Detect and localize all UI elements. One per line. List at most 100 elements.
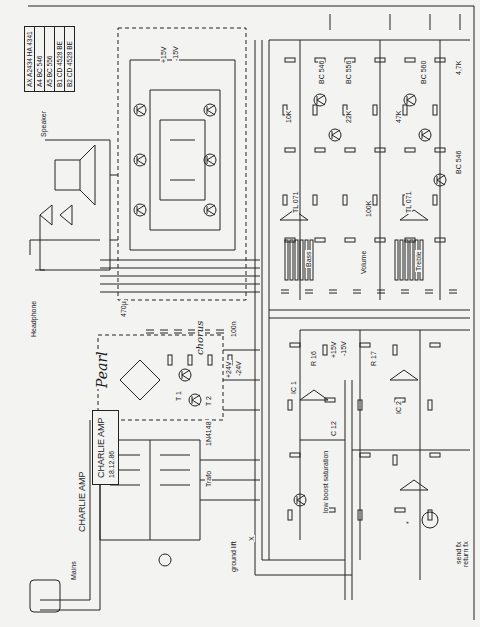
node-text: A4 BC 546 bbox=[35, 27, 45, 91]
transistor-symbol bbox=[419, 129, 431, 141]
resistor-symbol bbox=[360, 453, 370, 457]
capacitor-symbol bbox=[305, 290, 313, 293]
transistor-leads bbox=[192, 395, 200, 405]
component-label: T 1 bbox=[175, 390, 182, 402]
transistor-symbol bbox=[314, 94, 326, 106]
resistor-symbol bbox=[393, 345, 397, 355]
resistor-symbol bbox=[358, 510, 362, 520]
driver-stage bbox=[160, 120, 205, 200]
component-label: R 17 bbox=[370, 350, 377, 367]
resistor-symbol bbox=[345, 148, 355, 152]
capacitor-symbol bbox=[146, 330, 154, 333]
component-label: Bass bbox=[305, 250, 312, 268]
node-text: A5 BC 556 bbox=[45, 27, 55, 91]
transistor-symbol bbox=[434, 174, 446, 186]
capacitor-symbol bbox=[353, 290, 361, 293]
frame-line bbox=[474, 6, 475, 620]
resistor-symbol bbox=[375, 148, 385, 152]
transistor-symbol bbox=[204, 154, 216, 166]
psu-wires bbox=[200, 350, 260, 500]
resistor-symbol bbox=[283, 195, 287, 205]
transistor-symbol bbox=[189, 394, 201, 406]
component-label: 100K bbox=[365, 200, 372, 218]
capacitor-symbol bbox=[401, 290, 409, 293]
transistor-symbol bbox=[294, 494, 306, 506]
resistor-symbol bbox=[360, 343, 370, 347]
resistor-symbol bbox=[435, 148, 445, 152]
transistor-symbol bbox=[134, 154, 146, 166]
pot-bank bbox=[410, 240, 413, 280]
mains-plug bbox=[30, 580, 60, 612]
pot-bank bbox=[395, 240, 398, 280]
component-label: -15V bbox=[340, 340, 347, 357]
component-label: Trafo bbox=[205, 470, 212, 488]
pot-bank bbox=[300, 240, 303, 280]
transistor-leads bbox=[137, 155, 145, 165]
resistor-symbol bbox=[343, 195, 347, 205]
component-label: return fx bbox=[462, 540, 469, 568]
resistor-symbol bbox=[375, 58, 385, 62]
transistor-leads bbox=[297, 495, 305, 505]
capacitor-symbol bbox=[377, 290, 385, 293]
jack-wires bbox=[30, 240, 100, 270]
bridge-rectifier bbox=[120, 360, 160, 400]
switch-symbol bbox=[159, 554, 171, 566]
capacitor-symbol bbox=[329, 290, 337, 293]
transistor-leads bbox=[182, 370, 190, 380]
input-jacks bbox=[330, 14, 460, 30]
component-label: Volume bbox=[360, 250, 367, 275]
resistor-symbol bbox=[208, 355, 212, 365]
transistor-leads bbox=[207, 155, 215, 165]
component-label: BC 546 bbox=[318, 60, 325, 85]
component-label: -24V bbox=[235, 360, 242, 377]
node-text: 18.12.86 bbox=[108, 417, 115, 478]
pot-bank bbox=[295, 240, 298, 280]
mains-wires bbox=[40, 420, 100, 610]
transistor-leads bbox=[332, 130, 340, 140]
resistor-symbol bbox=[435, 238, 445, 242]
component-label: C 12 bbox=[330, 420, 337, 437]
resistor-symbol bbox=[433, 195, 437, 205]
capacitor-symbol bbox=[160, 330, 168, 333]
component-label: chorus bbox=[195, 320, 205, 356]
component-label: R 16 bbox=[310, 350, 317, 367]
resistor-symbol bbox=[393, 455, 397, 465]
capacitor-symbol bbox=[425, 290, 433, 293]
resistor-symbol bbox=[373, 195, 377, 205]
component-label: 4,7K bbox=[455, 60, 462, 76]
resistor-symbol bbox=[315, 238, 325, 242]
resistor-symbol bbox=[285, 58, 295, 62]
component-label: 10K bbox=[285, 110, 292, 124]
component-label: 1N4148 bbox=[205, 420, 212, 447]
component-label: TL 071 bbox=[292, 190, 299, 214]
component-label: 22K bbox=[345, 110, 352, 124]
resistor-symbol bbox=[405, 58, 415, 62]
resistor-symbol bbox=[188, 355, 192, 365]
resistor-symbol bbox=[373, 105, 377, 115]
node-text: B1 CD 4528 BE bbox=[55, 27, 65, 91]
component-label: BC 546 bbox=[455, 150, 462, 175]
resistor-symbol bbox=[433, 105, 437, 115]
board-wires bbox=[269, 40, 470, 318]
transistor-leads bbox=[137, 105, 145, 115]
transistor-leads bbox=[207, 205, 215, 215]
resistor-symbol bbox=[313, 105, 317, 115]
component-label: X bbox=[248, 535, 255, 542]
resistor-symbol bbox=[290, 343, 300, 347]
component-label: 470µ bbox=[120, 300, 127, 318]
node-text: AX A2434 HA 4341 bbox=[25, 27, 35, 91]
component-label: ground lift bbox=[230, 540, 237, 573]
pot-bank bbox=[400, 240, 403, 280]
component-label: 100n bbox=[230, 320, 237, 338]
title-block: CHARLIE AMP18.12.86 bbox=[92, 410, 119, 485]
transistor-symbol bbox=[179, 369, 191, 381]
component-label: +15V bbox=[160, 45, 167, 64]
resistor-symbol bbox=[288, 510, 292, 520]
board-wires bbox=[300, 330, 470, 580]
resistor-symbol bbox=[375, 238, 385, 242]
component-label: * bbox=[405, 520, 412, 525]
transistor-leads bbox=[422, 130, 430, 140]
resistor-symbol bbox=[168, 355, 172, 365]
component-label: BC 556 bbox=[345, 60, 352, 85]
resistor-symbol bbox=[395, 508, 405, 512]
